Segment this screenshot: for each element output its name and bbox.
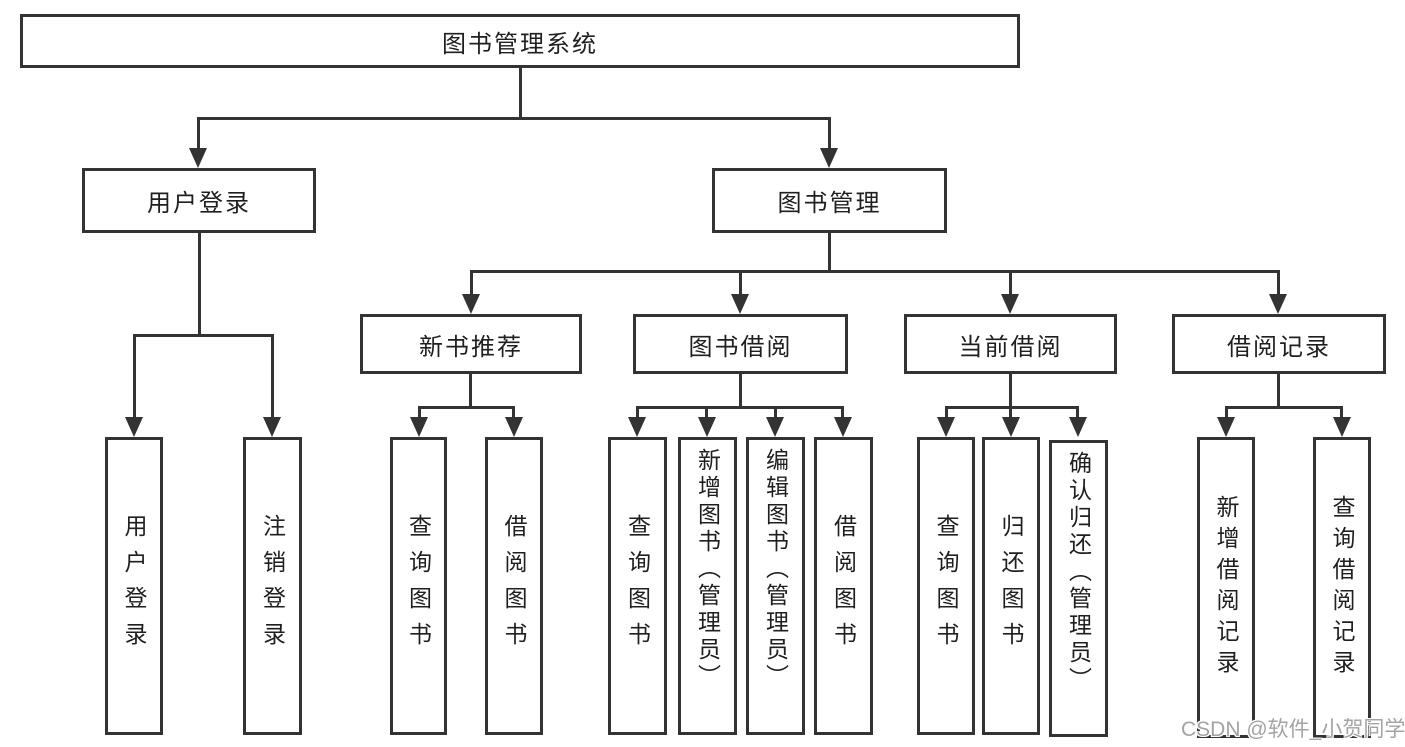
node-borrow-records-label: 借阅记录 — [1227, 333, 1331, 361]
arrowhead-down-icon — [1069, 417, 1087, 437]
leaf-add-books-admin-label: 新增图书（管理员） — [694, 448, 721, 691]
leaf-return-books: 归还图书 — [982, 437, 1040, 735]
connector-line — [841, 406, 844, 420]
node-library-management-system: 图书管理系统 — [20, 14, 1020, 68]
connector-line — [636, 406, 844, 409]
connector-line — [636, 406, 639, 420]
node-borrow-records: 借阅记录 — [1172, 314, 1386, 374]
connector-line — [197, 117, 200, 153]
connector-line — [774, 406, 777, 420]
node-book-management: 图书管理 — [712, 168, 947, 233]
arrowhead-down-icon — [731, 294, 749, 314]
node-current-borrow: 当前借阅 — [904, 314, 1117, 374]
node-current-borrow-label: 当前借阅 — [958, 333, 1063, 361]
connector-line — [198, 231, 201, 337]
arrowhead-down-icon — [766, 417, 784, 437]
leaf-logout: 注销登录 — [243, 437, 302, 735]
leaf-return-books-label: 归还图书 — [998, 514, 1024, 658]
node-new-book-recommend-label: 新书推荐 — [419, 333, 523, 361]
connector-line — [1340, 406, 1343, 420]
leaf-borrow-query-books: 查询图书 — [608, 437, 667, 735]
connector-line — [1009, 406, 1012, 420]
node-library-management-system-label: 图书管理系统 — [442, 30, 598, 58]
arrowhead-down-icon — [628, 417, 646, 437]
leaf-query-borrow-record-label: 查询借阅记录 — [1329, 494, 1355, 681]
node-user-login-label: 用户登录 — [147, 190, 251, 217]
connector-line — [470, 270, 1280, 273]
csdn-watermark: CSDN @软件_小贺同学 — [1181, 718, 1405, 741]
arrowhead-down-icon — [263, 417, 281, 437]
node-book-borrow-label: 图书借阅 — [688, 333, 793, 361]
connector-line — [739, 270, 742, 297]
connector-line — [512, 406, 515, 420]
leaf-recommend-borrow-books-label: 借阅图书 — [501, 514, 527, 658]
arrowhead-down-icon — [1002, 417, 1020, 437]
arrowhead-down-icon — [505, 417, 523, 437]
leaf-current-query-books-label: 查询图书 — [933, 514, 959, 658]
arrowhead-down-icon — [698, 417, 716, 437]
leaf-edit-books-admin: 编辑图书（管理员） — [746, 437, 805, 735]
connector-line — [1225, 406, 1228, 420]
connector-line — [1277, 372, 1280, 409]
connector-line — [1277, 270, 1280, 297]
arrowhead-down-icon — [1333, 417, 1351, 437]
connector-line — [418, 406, 421, 420]
connector-line — [1076, 406, 1079, 420]
node-book-borrow: 图书借阅 — [633, 314, 848, 374]
connector-line — [828, 117, 831, 153]
arrowhead-down-icon — [937, 417, 955, 437]
arrowhead-down-icon — [1217, 417, 1235, 437]
node-user-login: 用户登录 — [82, 168, 316, 233]
connector-line — [945, 406, 1079, 409]
arrowhead-down-icon — [1001, 294, 1019, 314]
leaf-recommend-query-books-label: 查询图书 — [405, 514, 432, 658]
connector-line — [271, 334, 274, 420]
arrowhead-down-icon — [1269, 294, 1287, 314]
connector-line — [418, 406, 515, 409]
connector-line — [133, 334, 273, 337]
node-book-management-label: 图书管理 — [777, 190, 882, 217]
arrowhead-down-icon — [834, 417, 852, 437]
leaf-borrow-books-label: 借阅图书 — [830, 514, 857, 658]
leaf-query-borrow-record: 查询借阅记录 — [1313, 437, 1371, 738]
connector-line — [705, 406, 708, 420]
leaf-user-login-label: 用户登录 — [121, 514, 147, 658]
leaf-confirm-return-admin-label: 确认归还（管理员） — [1065, 451, 1092, 694]
connector-line — [1009, 270, 1012, 297]
leaf-add-borrow-record: 新增借阅记录 — [1197, 437, 1255, 738]
connector-line — [828, 231, 831, 273]
connector-line — [469, 372, 472, 409]
connector-line — [1225, 406, 1343, 409]
leaf-edit-books-admin-label: 编辑图书（管理员） — [762, 448, 789, 691]
arrowhead-down-icon — [189, 148, 207, 168]
connector-line — [1009, 372, 1012, 409]
node-new-book-recommend: 新书推荐 — [360, 314, 582, 374]
leaf-add-borrow-record-label: 新增借阅记录 — [1213, 494, 1239, 681]
leaf-recommend-query-books: 查询图书 — [390, 437, 447, 735]
leaf-current-query-books: 查询图书 — [917, 437, 975, 735]
connector-line — [739, 372, 742, 409]
arrowhead-down-icon — [820, 148, 838, 168]
connector-line — [519, 66, 522, 119]
leaf-borrow-books: 借阅图书 — [814, 437, 873, 735]
arrowhead-down-icon — [410, 417, 428, 437]
leaf-recommend-borrow-books: 借阅图书 — [485, 437, 543, 735]
connector-line — [470, 270, 473, 297]
leaf-logout-label: 注销登录 — [259, 514, 286, 658]
leaf-user-login: 用户登录 — [105, 437, 163, 735]
arrowhead-down-icon — [125, 417, 143, 437]
connector-line — [197, 117, 831, 120]
leaf-borrow-query-books-label: 查询图书 — [624, 514, 651, 658]
leaf-add-books-admin: 新增图书（管理员） — [678, 437, 737, 735]
connector-line — [945, 406, 948, 420]
connector-line — [133, 334, 136, 420]
arrowhead-down-icon — [462, 294, 480, 314]
leaf-confirm-return-admin: 确认归还（管理员） — [1049, 440, 1108, 737]
